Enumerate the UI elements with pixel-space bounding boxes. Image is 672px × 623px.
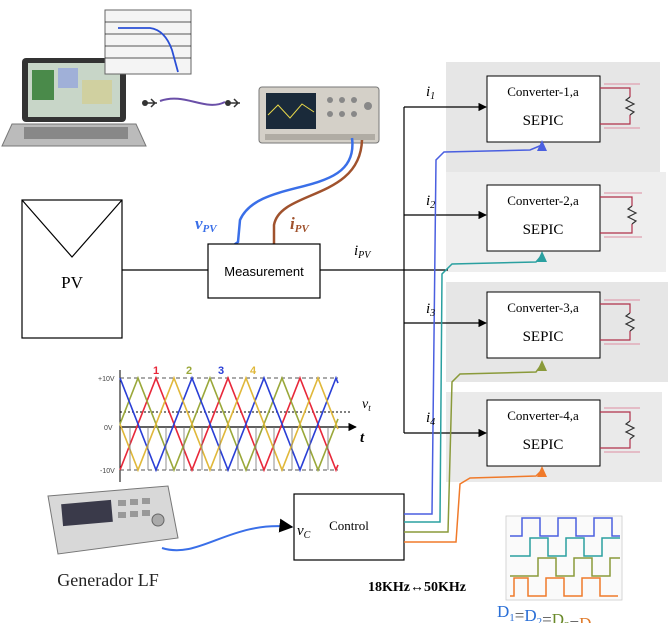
control-arrowheads bbox=[537, 140, 547, 477]
generator-label: Generador LF bbox=[57, 570, 158, 590]
frequency-label: 18KHz↔50KHz bbox=[368, 580, 466, 595]
axis-tick-labels: +10V 0V -10V bbox=[98, 376, 115, 475]
converter-2-type: SEPIC bbox=[523, 222, 564, 238]
time-axis-label: t bbox=[360, 430, 365, 446]
measurement-label: Measurement bbox=[224, 264, 304, 279]
pv-panel bbox=[21, 199, 123, 339]
duty-term-2: D bbox=[524, 606, 536, 623]
converter-3-type: SEPIC bbox=[523, 329, 564, 345]
control-signal-lines bbox=[404, 144, 543, 543]
function-generator-icon bbox=[47, 485, 179, 555]
duty-term-1: = bbox=[515, 606, 525, 623]
converter-2-block bbox=[486, 184, 601, 252]
carrier-1-label: 1 bbox=[153, 365, 159, 377]
generator-cable bbox=[161, 518, 294, 552]
v-c-label: vC bbox=[297, 523, 311, 541]
converter-3-title: Converter-3,a bbox=[507, 300, 579, 315]
usb-link bbox=[142, 97, 240, 108]
duty-term-5: = bbox=[570, 614, 580, 623]
pv-curve-thumbnail bbox=[104, 9, 192, 75]
carrier-4-label: 4 bbox=[250, 365, 257, 377]
v-t-label: vt bbox=[362, 397, 371, 413]
i1-label: i1 bbox=[426, 84, 435, 102]
axis-top-label: +10V bbox=[98, 376, 115, 383]
duty-term-4-sub: 3 bbox=[564, 620, 570, 623]
converter-4-type: SEPIC bbox=[523, 437, 564, 453]
duty-term-6: D bbox=[579, 614, 591, 623]
pv-label: PV bbox=[61, 273, 83, 292]
converter-1-block bbox=[486, 75, 601, 143]
converter-3-block bbox=[486, 291, 601, 359]
converter-labels: Converter-1,a SEPIC Converter-2,a SEPIC … bbox=[507, 84, 579, 453]
axis-bottom-label: -10V bbox=[100, 468, 115, 475]
duty-equation: D1=D2=D3=D4 bbox=[497, 602, 597, 623]
pwm-waveforms bbox=[505, 515, 623, 601]
converter-4-block bbox=[486, 399, 601, 467]
control-block bbox=[293, 493, 405, 561]
v-pv-probe-cable bbox=[209, 137, 354, 264]
load-resistors bbox=[600, 83, 642, 453]
duty-term-3: = bbox=[542, 610, 552, 623]
converter-2-title: Converter-2,a bbox=[507, 193, 579, 208]
i-pv-probe-label: iPV bbox=[290, 214, 310, 235]
oscilloscope-icon bbox=[258, 86, 380, 144]
i4-label: i4 bbox=[426, 410, 435, 428]
carrier-3-label: 3 bbox=[218, 365, 224, 377]
control-label: Control bbox=[329, 518, 369, 533]
carrier-4-wave bbox=[119, 375, 339, 473]
branch-current-labels: i1 i2 i3 i4 bbox=[426, 84, 435, 428]
duty-term-2-sub: 2 bbox=[537, 616, 543, 623]
carrier-chart bbox=[119, 370, 357, 482]
carrier-2-label: 2 bbox=[186, 365, 192, 377]
duty-term-4: D bbox=[552, 610, 564, 623]
axis-mid-label: 0V bbox=[104, 425, 113, 432]
measurement-block bbox=[207, 243, 321, 299]
branch-arrows bbox=[404, 102, 487, 438]
v-pv-label: vPV bbox=[195, 214, 218, 235]
converter-blocks bbox=[486, 75, 601, 467]
i-pv-label: iPV bbox=[354, 243, 372, 261]
converter-1-type: SEPIC bbox=[523, 113, 564, 129]
i3-label: i3 bbox=[426, 301, 435, 319]
converter-1-title: Converter-1,a bbox=[507, 84, 579, 99]
carrier-3-wave bbox=[119, 375, 339, 473]
i-pv-probe-cable bbox=[272, 139, 364, 245]
carrier-1-wave bbox=[119, 375, 339, 473]
duty-term-0: D bbox=[497, 602, 509, 621]
duty-term-0-sub: 1 bbox=[509, 612, 515, 623]
laptop-icon bbox=[1, 58, 147, 147]
i2-label: i2 bbox=[426, 193, 435, 211]
carrier-labels: 1 2 3 4 bbox=[153, 365, 257, 377]
converter-4-title: Converter-4,a bbox=[507, 408, 579, 423]
